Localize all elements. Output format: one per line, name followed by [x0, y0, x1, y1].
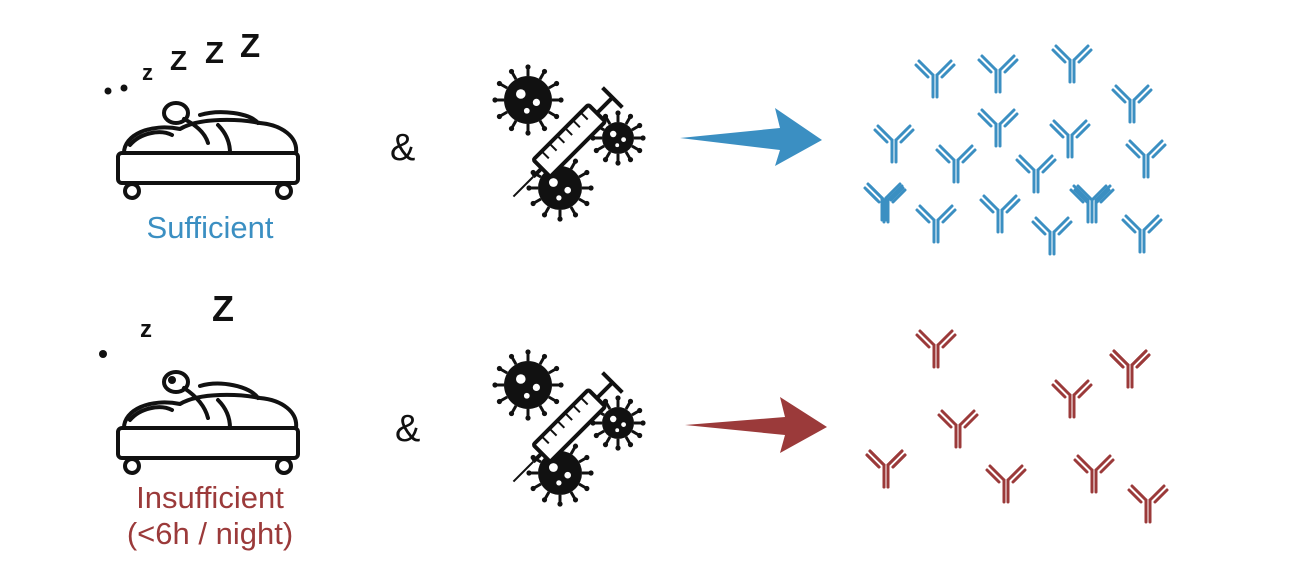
right-arrow-icon [680, 108, 822, 166]
syringe-icon [512, 86, 624, 198]
zzz-sleep-indicator [99, 350, 107, 358]
z-letter: Z [212, 288, 234, 329]
syringe-virus-icon [492, 349, 646, 507]
syringe-icon [512, 371, 624, 483]
connector-ampersand: & [395, 408, 421, 450]
antibody-cluster-insufficient [865, 329, 1169, 524]
sleep-label-insufficient: Insufficient (<6h / night) [90, 480, 330, 552]
right-arrow-icon [685, 397, 827, 453]
antibody-icon [1073, 454, 1115, 494]
antibody-icon [865, 449, 907, 489]
antibody-icon [1127, 484, 1169, 524]
sleep-label-sufficient: Sufficient [146, 210, 274, 245]
virus-icon [492, 64, 564, 136]
antibody-icon [977, 54, 1019, 94]
z-letter: Z [170, 45, 188, 76]
antibody-icon [1051, 379, 1093, 419]
antibody-icon [937, 409, 979, 449]
antibody-cluster-sufficient [863, 44, 1167, 256]
antibody-icon [1109, 349, 1151, 389]
zzz-sleep-indicator [104, 84, 128, 95]
antibody-icon [1049, 119, 1091, 159]
antibody-icon [1051, 44, 1093, 84]
antibody-icon [977, 108, 1019, 148]
z-letter: Z [240, 27, 261, 64]
connector-ampersand: & [390, 127, 416, 169]
z-letter: z [140, 316, 152, 343]
antibody-icon [915, 204, 957, 244]
sleeping-person-bed-icon [116, 101, 300, 200]
sleeping-person-bed-icon [116, 370, 300, 475]
syringe-virus-icon [492, 64, 646, 222]
sleep-label-line1: Insufficient [136, 480, 284, 515]
antibody-icon [1125, 139, 1167, 179]
antibody-icon [865, 449, 907, 489]
z-letter: z [142, 60, 153, 85]
antibody-icon [915, 329, 957, 369]
antibody-icon [979, 194, 1021, 234]
antibody-icon [935, 144, 977, 184]
antibody-icon [914, 59, 956, 99]
sleep-label-line2: (<6h / night) [126, 516, 294, 551]
virus-icon [492, 349, 564, 421]
antibody-icon [873, 124, 915, 164]
antibody-icon [1121, 214, 1163, 254]
antibody-icon [1031, 216, 1073, 256]
antibody-icon [1111, 84, 1153, 124]
antibody-icon [985, 464, 1027, 504]
antibody-icon [1069, 184, 1111, 224]
antibody-icon [1015, 154, 1057, 194]
antibody-icon [1109, 349, 1151, 389]
z-letter: Z [205, 35, 224, 70]
antibody-icon [865, 184, 907, 224]
virus-icon [590, 395, 646, 451]
